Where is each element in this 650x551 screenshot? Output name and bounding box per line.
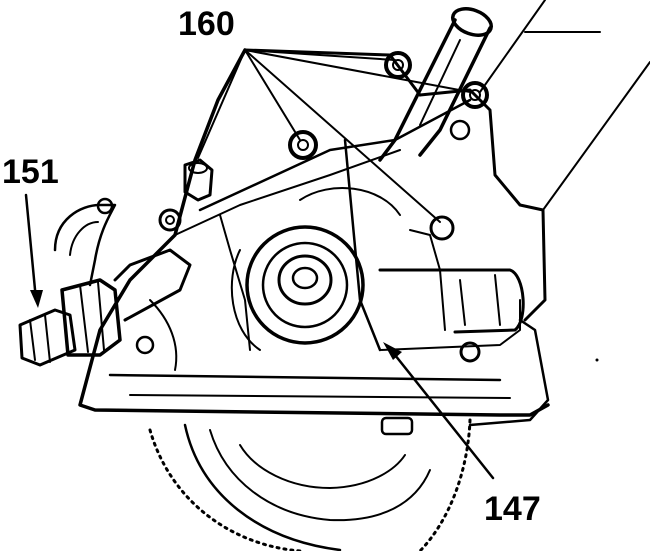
engine-block bbox=[418, 0, 650, 427]
callout-160: 160 bbox=[178, 5, 235, 43]
bolt-left-lower bbox=[135, 335, 155, 355]
bolt-right-lower bbox=[459, 341, 481, 363]
speck bbox=[595, 358, 599, 362]
bolt-left-upper bbox=[158, 208, 182, 232]
pickup-pipe bbox=[378, 7, 493, 162]
bolts bbox=[135, 51, 489, 436]
bolt-mid-right bbox=[429, 215, 455, 241]
leader-lines bbox=[24, 49, 495, 480]
bolt-top-2 bbox=[461, 81, 489, 109]
pump-rotor bbox=[230, 225, 365, 351]
oil-pump-housing bbox=[78, 48, 550, 417]
bolt-top-3 bbox=[288, 130, 318, 160]
callout-147: 147 bbox=[484, 490, 541, 528]
bolt-top-1 bbox=[384, 51, 412, 79]
relief-valve bbox=[378, 268, 525, 334]
sensor-fitting bbox=[18, 197, 192, 367]
bolt-right-block bbox=[449, 119, 471, 141]
bolt-bottom bbox=[380, 416, 414, 436]
ring-gear bbox=[148, 418, 472, 551]
bolt-left-stud bbox=[183, 158, 214, 202]
callout-151: 151 bbox=[2, 153, 59, 191]
